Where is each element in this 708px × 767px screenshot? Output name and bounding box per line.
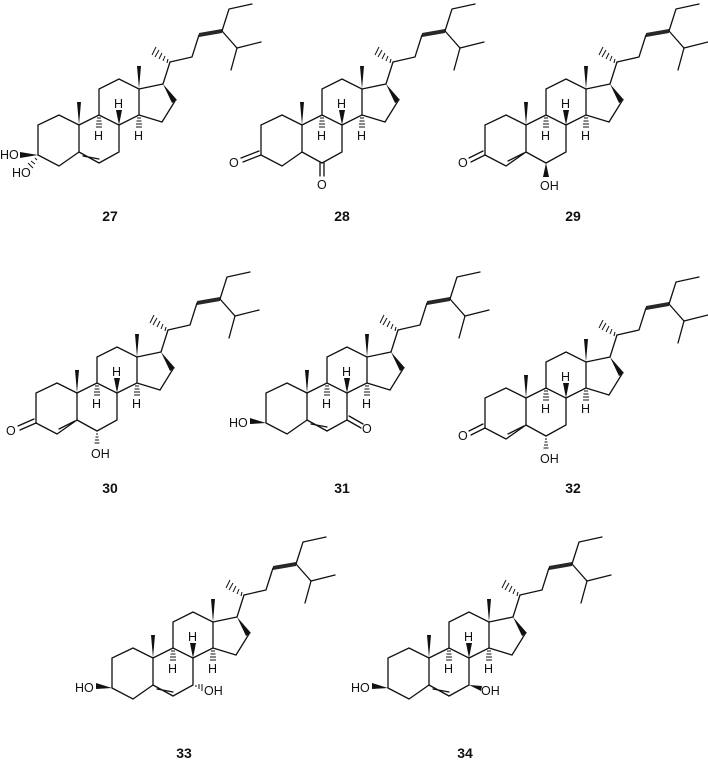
compound-label: 32 (565, 480, 581, 496)
svg-text:HO: HO (75, 681, 94, 695)
svg-text:O: O (229, 156, 239, 170)
svg-text:OH: OH (91, 447, 110, 461)
svg-text:O: O (6, 424, 16, 438)
compound-label: 30 (102, 480, 118, 496)
svg-text:O: O (317, 178, 327, 192)
svg-text:OH: OH (204, 684, 223, 698)
svg-text:HO: HO (351, 681, 370, 695)
compound-30: O OH (6, 271, 260, 461)
compound-label: 27 (102, 208, 118, 224)
compound-label: 31 (334, 480, 350, 496)
compound-28: O O (229, 3, 485, 192)
compound-31: HO O (229, 271, 490, 436)
compound-label: 34 (457, 745, 473, 761)
svg-text:O: O (458, 429, 468, 443)
svg-text:OH: OH (540, 179, 559, 193)
atom-label-ho: HO (0, 148, 19, 162)
atom-label-ho: HO (12, 166, 31, 180)
svg-text:O: O (458, 156, 468, 170)
svg-text:HO: HO (229, 416, 248, 430)
svg-text:OH: OH (481, 684, 500, 698)
compound-32: O OH (458, 276, 708, 466)
compound-label: 28 (334, 208, 350, 224)
compound-29: O OH (458, 3, 708, 193)
compound-33: HO OH (75, 536, 336, 700)
compound-34: HO OH (351, 536, 612, 700)
svg-text:OH: OH (540, 452, 559, 466)
compound-27: HO HO (0, 3, 262, 180)
svg-text:O: O (362, 422, 372, 436)
compound-label: 33 (176, 745, 192, 761)
compound-label: 29 (565, 208, 581, 224)
